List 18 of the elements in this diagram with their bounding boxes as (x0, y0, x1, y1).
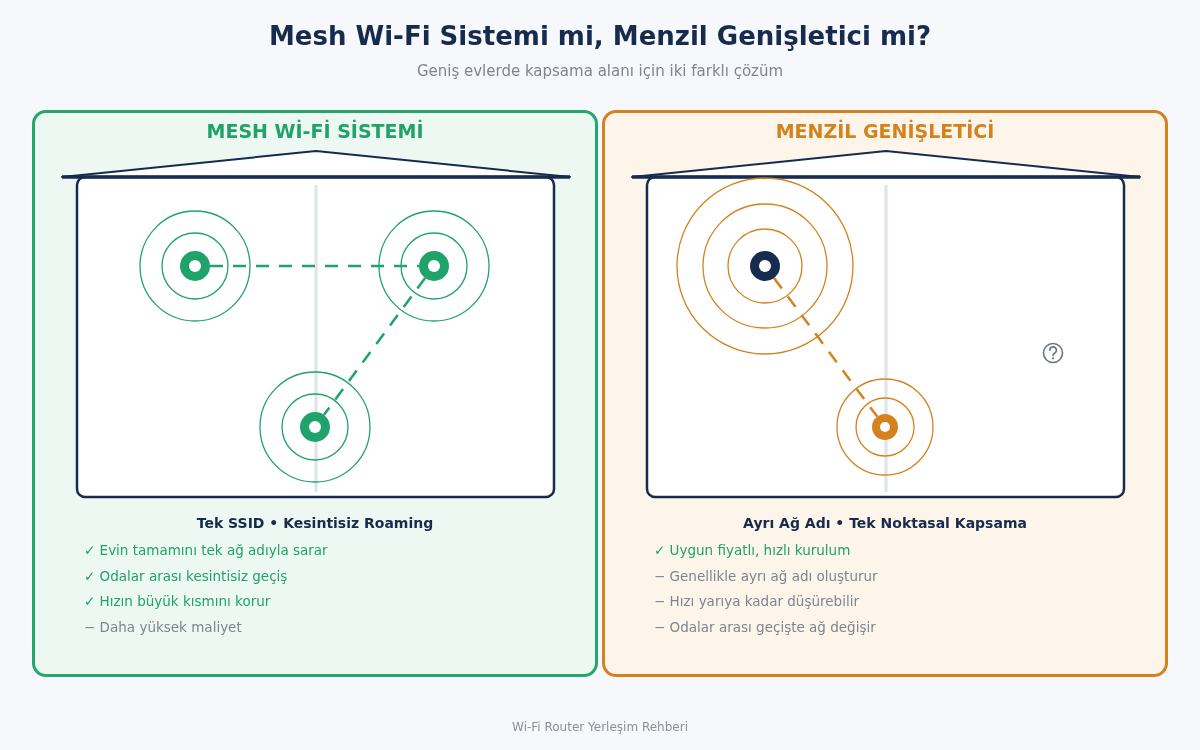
list-item: ✓ Uygun fiyatlı, hızlı kurulum (654, 542, 851, 559)
panel-heading: MENZİL GENİŞLETİCİ (775, 120, 995, 143)
list-item: ✓ Evin tamamını tek ağ adıyla sarar (84, 542, 328, 559)
panel-subheading: Ayrı Ağ Adı • Tek Noktasal Kapsama (743, 515, 1027, 532)
subtitle: Geniş evlerde kapsama alanı için iki farklı çözüm (416, 62, 784, 80)
connector-line (773, 277, 879, 418)
list-item: ✓ Hızın büyük kısmını korur (84, 593, 271, 610)
panel-subheading: Tek SSID • Kesintisiz Roaming (196, 515, 434, 532)
caption: Wi-Fi Router Yerleşim Rehberi (512, 720, 688, 734)
list-item: ✓ Odalar arası kesintisiz geçiş (84, 567, 288, 584)
panel-heading: MESH Wİ-Fİ SİSTEMİ (206, 120, 424, 143)
list-item: − Daha yüksek maliyet (84, 618, 242, 635)
list-item: − Genellikle ayrı ağ adı oluşturur (654, 567, 878, 584)
list-item: − Hızı yarıya kadar düşürebilir (654, 593, 859, 610)
list-item: − Odalar arası geçişte ağ değişir (654, 618, 876, 635)
title: Mesh Wi-Fi Sistemi mi, Menzil Genişletici mi? (268, 21, 932, 51)
connector-line (322, 277, 427, 416)
connector-line (210, 264, 419, 268)
